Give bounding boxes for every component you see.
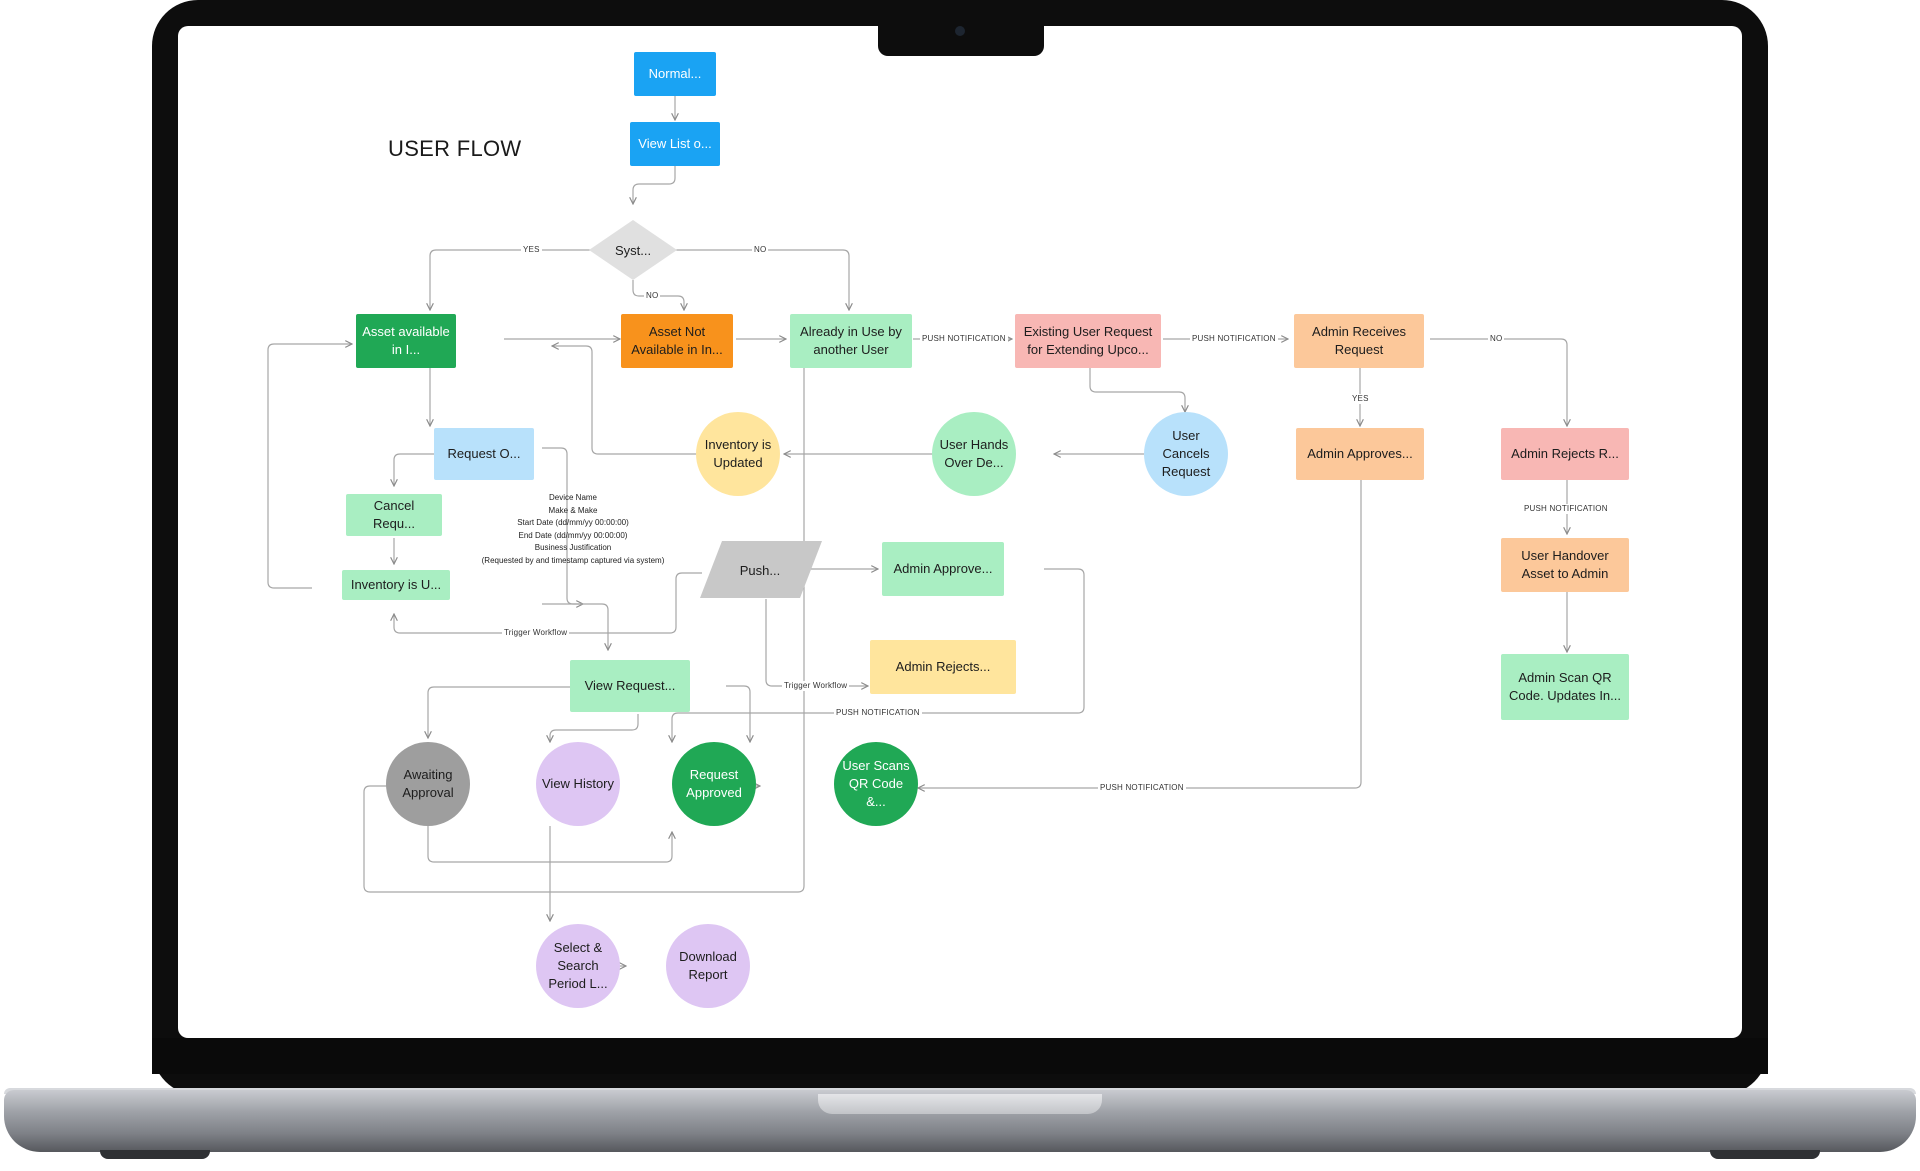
node-inventory-updated[interactable]: Inventory is Updated bbox=[696, 412, 780, 496]
edge-label-trigger-workflow: Trigger Workflow bbox=[502, 628, 570, 638]
edge-inventory-to-available bbox=[552, 346, 697, 455]
edge-label-yes-right: YES bbox=[1350, 394, 1371, 404]
edge-decision-no bbox=[674, 249, 849, 310]
edge-label-push-notification: PUSH NOTIFICATION bbox=[920, 334, 1008, 344]
node-user-cancels[interactable]: User Cancels Request bbox=[1144, 412, 1228, 496]
node-admin-receives[interactable]: Admin Receives Request bbox=[1294, 314, 1424, 368]
node-inventory-u[interactable]: Inventory is U... bbox=[342, 570, 450, 600]
note-line: Business Justification bbox=[534, 543, 612, 552]
note-line: End Date (dd/mm/yy 00:00:00) bbox=[518, 530, 628, 540]
node-user-handover-admin[interactable]: User Handover Asset to Admin bbox=[1501, 538, 1629, 592]
edge-label-push-notification: PUSH NOTIFICATION bbox=[1098, 783, 1186, 793]
node-view-list[interactable]: View List o... bbox=[630, 122, 720, 166]
edge-decision-yes bbox=[430, 249, 595, 310]
edge-label-trigger-workflow: Trigger Workflow bbox=[782, 681, 850, 691]
laptop-foot bbox=[100, 1150, 210, 1159]
node-asset-available[interactable]: Asset available in I... bbox=[356, 314, 456, 368]
node-decision[interactable]: Syst... bbox=[589, 220, 677, 280]
request-form-fields-note: Device Name Make & Make Start Date (dd/m… bbox=[450, 492, 696, 567]
node-already-in-use[interactable]: Already in Use by another User bbox=[790, 314, 912, 368]
edge-awaiting-loop-to-in-use bbox=[363, 356, 804, 893]
edge-label-push-notification: PUSH NOTIFICATION bbox=[1522, 504, 1610, 514]
edge-push-trigger-to-admin-rejects bbox=[765, 599, 868, 686]
edge-label-push-notification: PUSH NOTIFICATION bbox=[1190, 334, 1278, 344]
node-user-hands-over[interactable]: User Hands Over De... bbox=[932, 412, 1016, 496]
node-user-scans-qr[interactable]: User Scans QR Code &... bbox=[834, 742, 918, 826]
edge-label-no-down: NO bbox=[644, 291, 661, 301]
edge-inventory-u-to-available bbox=[267, 344, 352, 589]
node-normal[interactable]: Normal... bbox=[634, 52, 716, 96]
edge-admin-approves-to-user-scans bbox=[918, 470, 1362, 788]
note-line: Device Name bbox=[548, 493, 597, 502]
edge-view-request-to-history bbox=[550, 714, 639, 742]
screen: USER FLOW Normal... View List o... Syst.… bbox=[178, 26, 1742, 1038]
node-download-report[interactable]: Download Report bbox=[666, 924, 750, 1008]
edge-label-yes: YES bbox=[521, 245, 542, 255]
node-admin-scan-qr[interactable]: Admin Scan QR Code. Updates In... bbox=[1501, 654, 1629, 720]
node-admin-rejects-right[interactable]: Admin Rejects R... bbox=[1501, 428, 1629, 480]
note-line: Make & Make bbox=[548, 505, 598, 515]
node-awaiting-approval[interactable]: Awaiting Approval bbox=[386, 742, 470, 826]
laptop-foot bbox=[1710, 1150, 1820, 1159]
edge-existing-to-user-cancels bbox=[1089, 366, 1185, 412]
node-view-history[interactable]: View History bbox=[536, 742, 620, 826]
lid-opening-notch bbox=[818, 1094, 1102, 1114]
connector-lines bbox=[267, 96, 1742, 1038]
user-flow-diagram: USER FLOW Normal... View List o... Syst.… bbox=[178, 26, 1742, 1038]
edge-label-push-notification: PUSH NOTIFICATION bbox=[834, 708, 922, 718]
edge-admin-approve-push-notification bbox=[672, 568, 1085, 742]
node-request-approved[interactable]: Request Approved bbox=[672, 742, 756, 826]
note-line: (Requested by and timestamp captured via… bbox=[481, 555, 665, 565]
screen-bottom-bezel bbox=[152, 1038, 1768, 1074]
node-existing-user-request[interactable]: Existing User Request for Extending Upco… bbox=[1015, 314, 1161, 368]
camera-icon bbox=[955, 26, 965, 36]
node-admin-approve-mid[interactable]: Admin Approve... bbox=[882, 542, 1004, 596]
note-line: Start Date (dd/mm/yy 00:00:00) bbox=[517, 518, 629, 527]
decision-diamond bbox=[589, 220, 677, 280]
edge-note-to-view-request bbox=[542, 603, 608, 650]
page-title: USER FLOW bbox=[388, 136, 522, 161]
push-parallelogram bbox=[700, 541, 822, 598]
node-admin-rejects-mid[interactable]: Admin Rejects... bbox=[870, 640, 1016, 694]
node-request-o[interactable]: Request O... bbox=[434, 428, 534, 480]
node-push[interactable]: Push... bbox=[739, 563, 781, 578]
edge-label-no-right: NO bbox=[1488, 334, 1505, 344]
edge-push-trigger-workflow bbox=[394, 572, 702, 634]
node-select-search[interactable]: Select & Search Period L... bbox=[536, 924, 620, 1008]
node-cancel-request[interactable]: Cancel Requ... bbox=[346, 494, 442, 536]
node-decision-label: Syst... bbox=[614, 242, 652, 258]
edge-label-no: NO bbox=[752, 245, 769, 255]
node-asset-not-available[interactable]: Asset Not Available in In... bbox=[621, 314, 733, 368]
edge-view-request-to-awaiting bbox=[428, 686, 640, 738]
node-view-request[interactable]: View Request... bbox=[570, 660, 690, 712]
edge-request-to-cancel bbox=[394, 453, 436, 486]
node-admin-approves-right[interactable]: Admin Approves... bbox=[1296, 428, 1424, 480]
edge-admin-receives-no bbox=[1430, 338, 1567, 426]
edge-view-request-to-approved bbox=[726, 685, 750, 742]
edge-view-list-to-decision bbox=[633, 162, 676, 204]
